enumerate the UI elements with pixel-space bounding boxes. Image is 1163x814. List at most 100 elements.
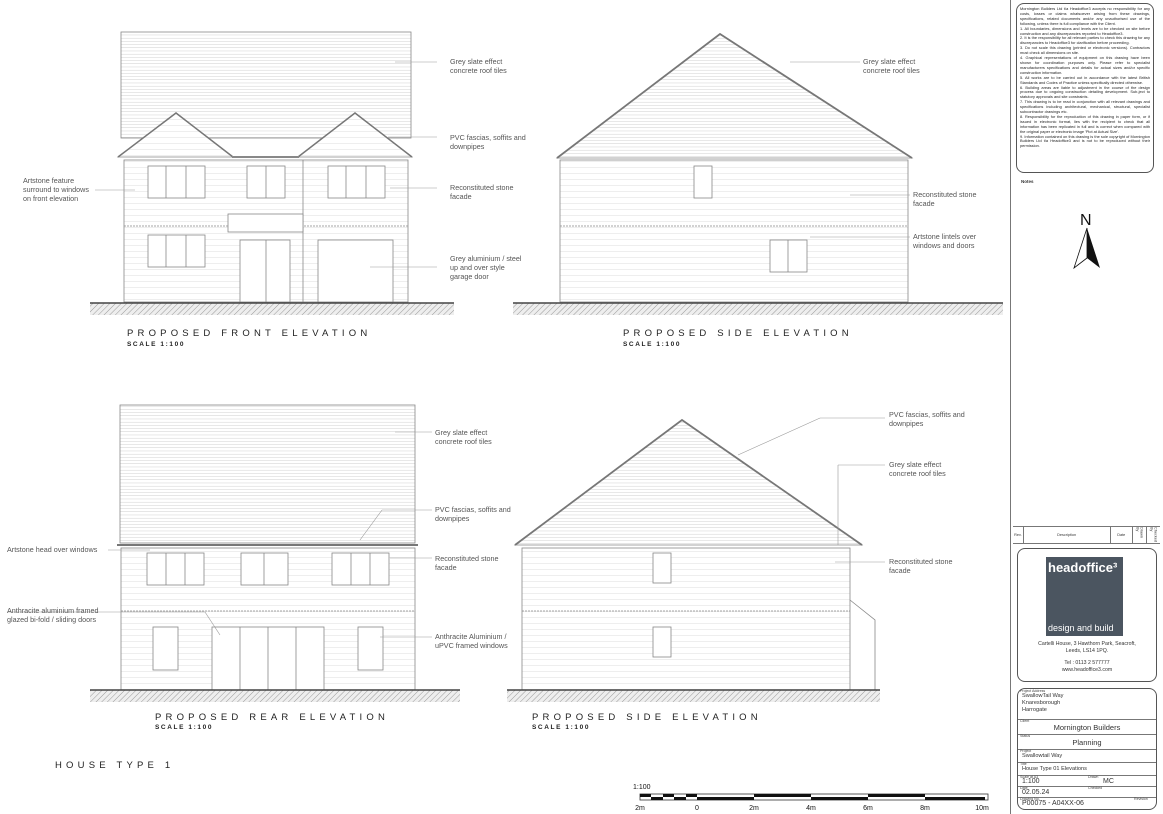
rear-labels: Grey slate effect concrete roof tiles PV… xyxy=(7,428,511,731)
note: 1. All boundaries, dimensions and levels… xyxy=(1020,25,1150,36)
rev-header: Drawn By xyxy=(1133,527,1147,543)
rear-elevation-scale: SCALE 1:100 xyxy=(155,724,213,731)
caption: Revision xyxy=(1134,797,1148,801)
label-roof: concrete roof tiles xyxy=(450,66,507,75)
label-head: Artstone head over windows xyxy=(7,545,98,554)
note: 7. This drawing is to be read in conjunc… xyxy=(1020,99,1150,115)
label-roof: concrete roof tiles xyxy=(889,469,946,478)
address-line: Leeds, LS14 1PQ. xyxy=(1065,648,1109,654)
label-roof: concrete roof tiles xyxy=(435,437,492,446)
label-fascia: PVC fascias, soffits and xyxy=(435,505,511,514)
note: 3. Do not scale this drawing (printed or… xyxy=(1020,45,1150,56)
label-garage: up and over style xyxy=(450,263,505,272)
label-stone: Reconstituted stone xyxy=(889,557,953,566)
project-address: SwallowTail Way xyxy=(1022,693,1064,699)
label-fascia: downpipes xyxy=(435,514,470,523)
label-lintels: Artstone lintels over xyxy=(913,232,977,241)
label-stone: Reconstituted stone xyxy=(450,183,514,192)
logo-brand: headoffice³ xyxy=(1048,560,1118,575)
drawing-no-row: Drawing No. P00075 - A04XX-06 Revision xyxy=(1018,797,1156,809)
label-stone: facade xyxy=(450,192,472,201)
caption: Status xyxy=(1020,734,1031,738)
label-fascia: downpipes xyxy=(450,142,485,151)
title-panel xyxy=(1010,0,1163,814)
title-row: Title House Type 01 Elevations xyxy=(1018,762,1156,776)
label-lintels: windows and doors xyxy=(912,241,975,250)
label-fascia: PVC fascias, soffits and xyxy=(450,133,526,142)
label-roof: Grey slate effect xyxy=(863,57,915,66)
front-elevation-scale: SCALE 1:100 xyxy=(127,341,185,348)
side-elevation-top xyxy=(513,32,1003,315)
scale-tick: 10m xyxy=(975,805,989,812)
north-label: N xyxy=(1080,212,1092,229)
label-garage: garage door xyxy=(450,272,489,281)
leader-lines xyxy=(8,61,910,638)
client-row: Client Mornington Builders xyxy=(1018,719,1156,735)
logo-tagline: design and build xyxy=(1048,623,1114,633)
client-name: Mornington Builders xyxy=(1053,723,1121,732)
notes-box: Mornington Builders Ltd t/a Headoffice3 … xyxy=(1016,3,1154,173)
front-labels: Grey slate effect concrete roof tiles PV… xyxy=(23,57,526,348)
label-windows: uPVC framed windows xyxy=(435,641,508,650)
scale-tick: 8m xyxy=(920,805,930,812)
website: www.headoffice3.com xyxy=(1061,667,1113,673)
label-fascia: PVC fascias, soffits and xyxy=(889,410,965,419)
caption: Title xyxy=(1020,762,1027,766)
status-row: Status Planning xyxy=(1018,734,1156,750)
revision-table: Rev. Description Date Drawn By Checked B… xyxy=(1013,526,1160,544)
front-elevation-title: PROPOSED FRONT ELEVATION xyxy=(127,328,371,339)
note: 4. Graphical representations of equipmen… xyxy=(1020,55,1150,75)
notes-heading: Notes xyxy=(1021,179,1034,184)
note: 9. Information contained on this drawing… xyxy=(1020,133,1150,149)
label-stone: facade xyxy=(889,566,911,575)
rev-header: Rev. xyxy=(1013,527,1024,543)
side-elevation-bottom xyxy=(507,418,880,702)
label-bifold: glazed bi-fold / sliding doors xyxy=(7,615,97,624)
project-address: Harrogate xyxy=(1022,707,1047,713)
label-stone: Reconstituted stone xyxy=(913,190,977,199)
company-logo: headoffice³ design and build xyxy=(1046,557,1123,636)
date-value: 02.05.24 xyxy=(1022,789,1050,796)
note: 2. It is the responsibility for all rele… xyxy=(1020,35,1150,46)
project-row: Project Swallowtail Way xyxy=(1018,749,1156,763)
label-roof: Grey slate effect xyxy=(450,57,502,66)
side-top-labels: Grey slate effect concrete roof tiles Re… xyxy=(623,57,977,348)
label-roof: concrete roof tiles xyxy=(863,66,920,75)
caption: Drawing No. xyxy=(1020,797,1040,801)
scale-tick: 0 xyxy=(695,805,699,812)
label-roof: Grey slate effect xyxy=(435,428,487,437)
caption: Client xyxy=(1020,719,1030,723)
side-elevation-scale: SCALE 1:100 xyxy=(532,724,590,731)
label-stone: facade xyxy=(913,199,935,208)
scale-bar: 1:100 2m 0 2m 4m 6m 8m 10m xyxy=(633,784,989,812)
label-bifold: Anthracite aluminium framed xyxy=(7,606,98,615)
scale-tick: 6m xyxy=(863,805,873,812)
label-fascia: downpipes xyxy=(889,419,924,428)
drawing-number: P00075 - A04XX-06 xyxy=(1022,800,1084,807)
project-name: Swallowtail Way xyxy=(1022,753,1063,759)
caption: Drawn xyxy=(1088,775,1099,779)
rear-elevation-title: PROPOSED REAR ELEVATION xyxy=(155,712,389,723)
project-address-row: Project Address SwallowTail Way Knaresbo… xyxy=(1018,689,1156,720)
label-windows: Anthracite Aluminium / xyxy=(435,632,507,641)
address-line: Cartelli House, 3 Hawthorn Park, Seacrof… xyxy=(1038,641,1136,647)
note: 6. Building areas are liable to adjustme… xyxy=(1020,84,1150,100)
drawn-by: MC xyxy=(1103,778,1114,785)
caption: Date xyxy=(1020,786,1028,790)
rev-header: Checked By xyxy=(1149,527,1158,542)
side-bottom-labels: PVC fascias, soffits and downpipes Grey … xyxy=(532,410,965,731)
scale-bar-title: 1:100 xyxy=(633,784,651,791)
scale-row: Scale at A3 1:100 Drawn MC xyxy=(1018,775,1156,787)
drawing-title: House Type 01 Elevations xyxy=(1022,766,1087,772)
label-stone: Reconstituted stone xyxy=(435,554,499,563)
scale-tick: 2m xyxy=(749,805,759,812)
label-artstone: on front elevation xyxy=(23,194,78,203)
caption: Scale at A3 xyxy=(1020,775,1039,779)
title-block: Project Address SwallowTail Way Knaresbo… xyxy=(1017,688,1157,810)
telephone: Tel : 0113 2 577777 xyxy=(1064,660,1110,666)
project-address: Knaresborough xyxy=(1022,700,1061,706)
house-type-label: HOUSE TYPE 1 xyxy=(55,760,174,771)
rev-header: Date xyxy=(1111,527,1133,543)
scale-tick: 2m xyxy=(635,805,645,812)
